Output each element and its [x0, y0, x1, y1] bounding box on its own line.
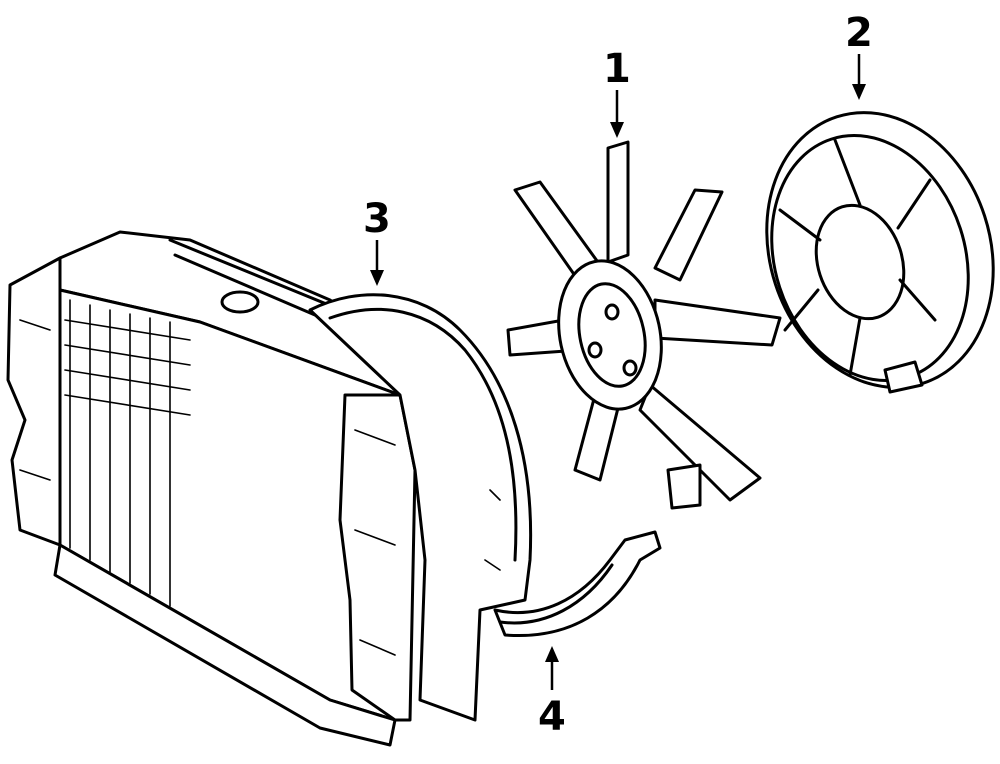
- callout-4-label: 4: [538, 694, 566, 740]
- fan-shroud: [308, 293, 533, 722]
- fan-clutch: [765, 111, 995, 394]
- leader-lines: [370, 54, 866, 690]
- callout-1-label: 1: [603, 46, 631, 92]
- cooling-fan: [506, 140, 782, 510]
- callout-3-label: 3: [363, 196, 391, 242]
- radiator: [6, 230, 472, 747]
- callout-2-label: 2: [845, 10, 873, 56]
- lower-shroud: [493, 530, 662, 638]
